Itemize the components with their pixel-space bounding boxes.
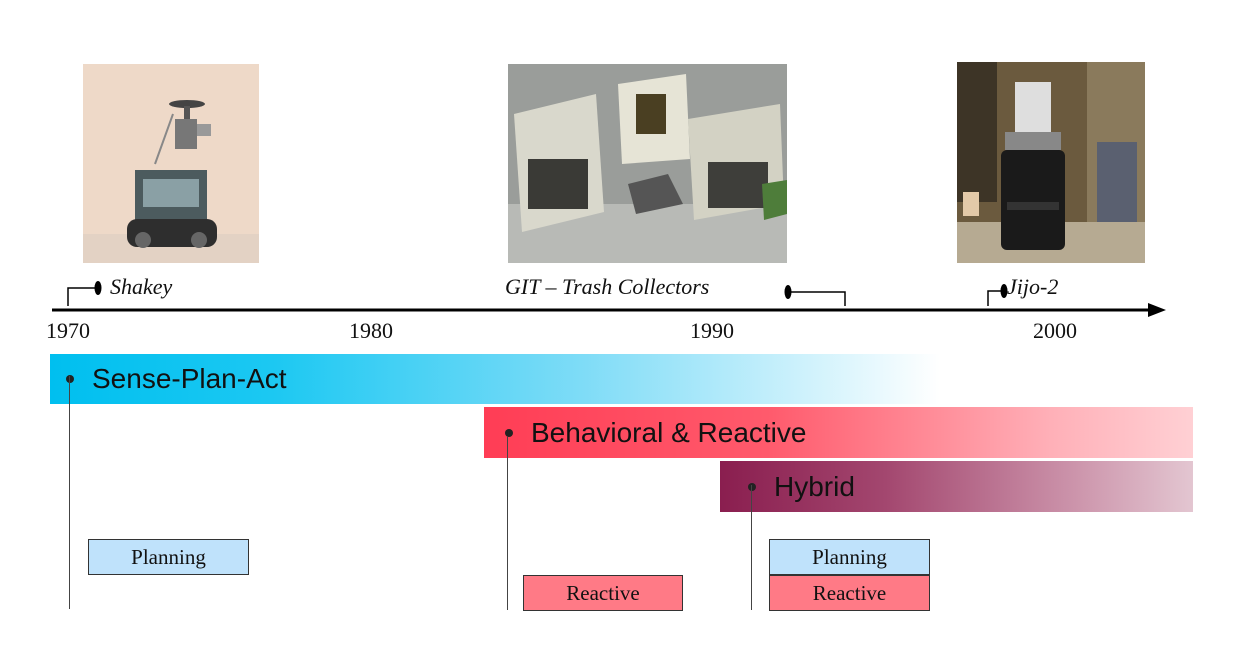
band-sense-plan-act: Sense-Plan-Act [50,354,940,404]
band-marker [505,428,513,437]
shakey-label: Shakey [110,274,173,299]
year-label-2000: 2000 [1033,318,1077,343]
band-hybrid: Hybrid [720,461,1193,512]
band-label-behavioral-reactive: Behavioral & Reactive [531,416,807,448]
year-label-1970: 1970 [46,318,90,343]
behavioral-reactive-box: Reactive [523,575,683,611]
trash-collectors-label: GIT – Trash Collectors [505,274,710,299]
band-label-hybrid: Hybrid [774,470,855,502]
band-marker [748,482,756,491]
shakey-photo [83,64,259,263]
year-label-1980: 1980 [349,318,393,343]
band-label-sense-plan-act: Sense-Plan-Act [92,363,287,394]
band-behavioral-reactive: Behavioral & Reactive [484,407,1193,458]
hybrid-reactive-box: Reactive [769,575,930,611]
drop-line-behavioral [507,437,508,610]
drop-line-hybrid [751,485,752,610]
jijo-2-label: Jijo-2 [1007,274,1059,299]
year-label-1990: 1990 [690,318,734,343]
drop-line-sense-plan-act [69,376,70,609]
jijo-2-photo [957,62,1145,263]
trash-collectors-photo [508,64,787,263]
hybrid-planning-box: Planning [769,539,930,575]
sense-plan-act-planning-box: Planning [88,539,249,575]
band-marker [66,375,74,383]
